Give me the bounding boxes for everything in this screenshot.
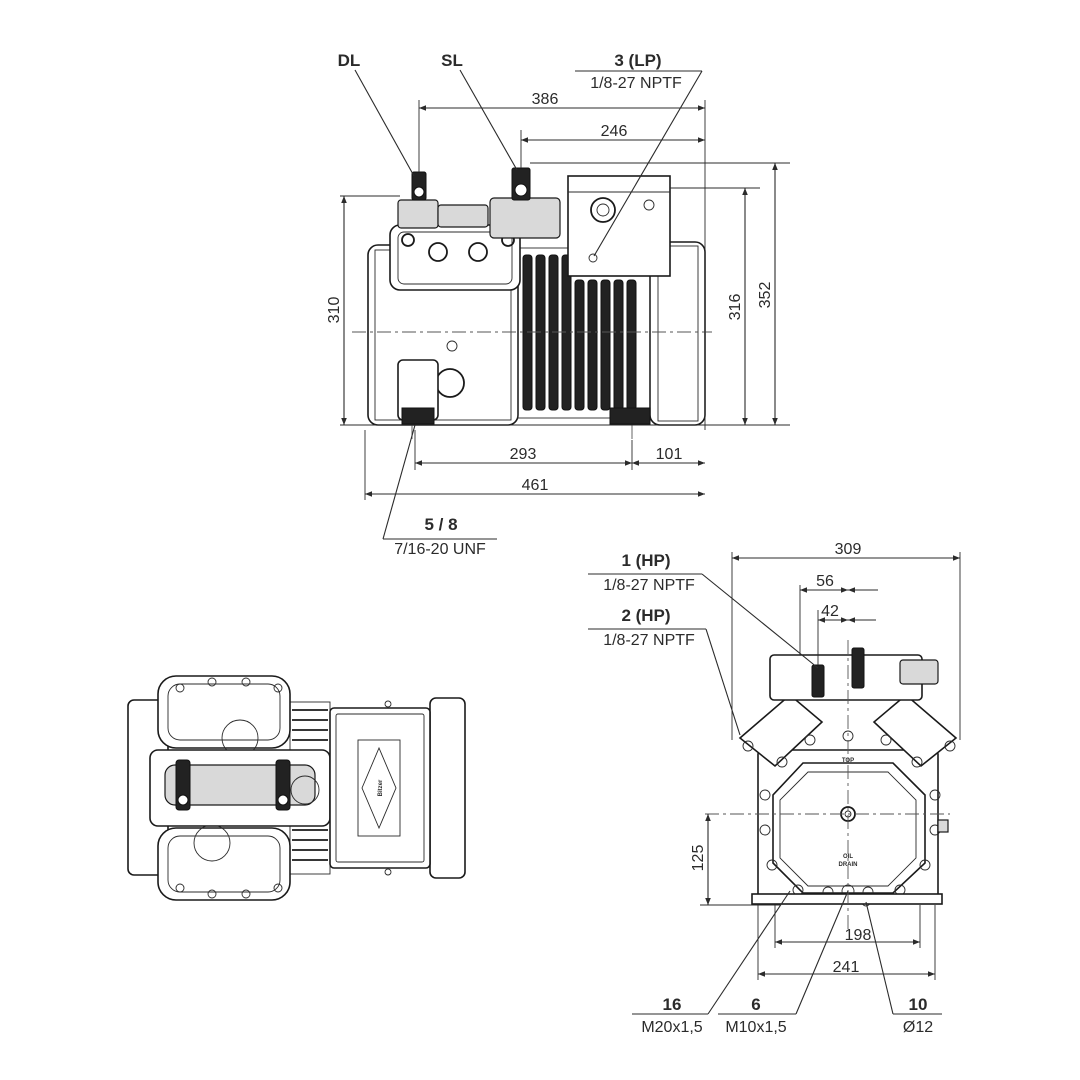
sl-label: SL [441, 51, 463, 70]
callout-16-spec: M20x1,5 [641, 1019, 702, 1036]
dim-42: 42 [821, 603, 839, 620]
dim-56: 56 [816, 573, 834, 590]
motor-fins [522, 254, 637, 411]
dim-309: 309 [835, 541, 862, 558]
brand-logo: Bitzer [378, 779, 384, 796]
callout-2-spec: 1/8-27 NPTF [603, 632, 695, 649]
callout-6-spec: M10x1,5 [725, 1019, 786, 1036]
dim-310: 310 [326, 297, 343, 324]
side-view-dimensions [340, 69, 790, 540]
callout-58-title: 5 / 8 [424, 515, 457, 534]
callout-1-spec: 1/8-27 NPTF [603, 577, 695, 594]
dim-125: 125 [690, 845, 707, 872]
callout-10-title: 10 [909, 995, 928, 1014]
dim-316: 316 [727, 294, 744, 321]
callout-58-spec: 7/16-20 UNF [394, 541, 486, 558]
callout-10-spec: Ø12 [903, 1019, 933, 1036]
dim-293: 293 [510, 446, 537, 463]
side-view [352, 167, 712, 440]
callout-3-title: 3 (LP) [614, 51, 661, 70]
dim-241: 241 [833, 959, 860, 976]
callout-1-title: 1 (HP) [621, 551, 670, 570]
callout-16-title: 16 [663, 995, 682, 1014]
top-view: Bitzer [127, 675, 466, 901]
oil-marking: OIL [843, 854, 853, 860]
dim-246: 246 [601, 123, 628, 140]
dl-label: DL [338, 51, 361, 70]
dim-352: 352 [757, 282, 774, 309]
dim-101: 101 [656, 446, 683, 463]
dim-386: 386 [532, 91, 559, 108]
front-view: TOP OIL DRAIN [705, 640, 958, 930]
callout-6-title: 6 [751, 995, 760, 1014]
front-view-dimensions [588, 552, 961, 1015]
top-view-bolts [175, 677, 283, 899]
callout-2-title: 2 (HP) [621, 606, 670, 625]
dim-461: 461 [522, 477, 549, 494]
callout-3-spec: 1/8-27 NPTF [590, 75, 682, 92]
dim-198: 198 [845, 927, 872, 944]
